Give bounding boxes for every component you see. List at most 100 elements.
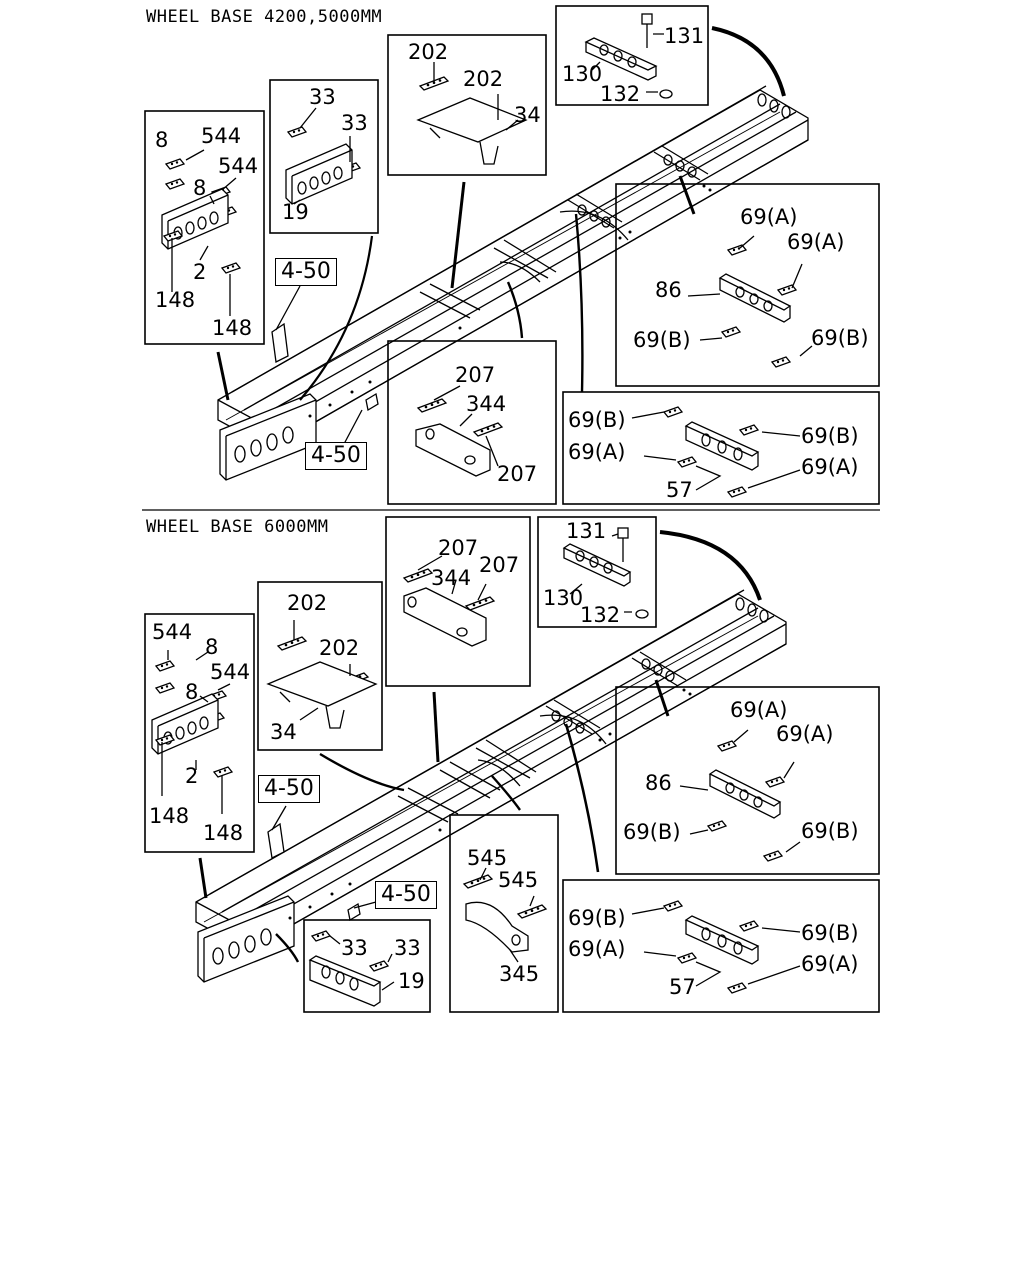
bottom-19-label-19: 19 [398,969,425,993]
top-57-label-69b1: 69(B) [568,408,626,432]
bottom-front-label-8a: 8 [205,635,219,659]
top-box-front [144,110,265,345]
top-57-label-57: 57 [666,478,693,502]
bottom-box-344-parts [403,555,495,647]
top-front-label-2: 2 [193,260,207,284]
bottom-86-label-69a1: 69(A) [730,698,788,722]
bottom-box-front-parts [151,650,233,814]
top-box-86 [615,183,880,387]
bottom-57-label-69a1: 69(A) [568,937,626,961]
bottom-front-label-544a: 544 [152,620,193,644]
bottom-344-label-344: 344 [431,566,472,590]
top-19-label-19: 19 [282,200,309,224]
bottom-box-rear-parts [562,527,649,619]
bottom-front-label-148a: 148 [149,804,190,828]
bottom-57-label-69b2: 69(B) [801,921,859,945]
top-rear-label-131: 131 [664,24,705,48]
bottom-57-label-57: 57 [669,975,696,999]
bottom-front-label-148b: 148 [203,821,244,845]
bottom-ref-box-b[interactable]: 4-50 [375,881,437,909]
top-86-label-86: 86 [655,278,682,302]
bottom-344-label-207a: 207 [438,536,479,560]
top-ref-box-a[interactable]: 4-50 [275,258,337,286]
bottom-box-19 [303,919,431,1013]
top-34-label-202a: 202 [408,40,449,64]
top-front-label-544b: 544 [218,154,259,178]
bottom-345-label-545a: 545 [467,846,508,870]
top-86-label-69b2: 69(B) [811,326,869,350]
top-box-rear-parts [584,13,673,99]
bottom-19-label-33a: 33 [341,936,368,960]
bottom-57-label-69a2: 69(A) [801,952,859,976]
bottom-rear-label-131: 131 [566,519,607,543]
top-57-label-69b2: 69(B) [801,424,859,448]
bottom-box-57-parts [631,900,801,994]
top-344-label-207b: 207 [497,462,538,486]
top-box-344-parts [415,385,503,477]
top-box-19 [269,79,379,234]
top-front-label-148b: 148 [212,316,253,340]
top-86-label-69a2: 69(A) [787,230,845,254]
top-box-34 [387,34,547,176]
top-box-57 [562,391,880,505]
bottom-345-label-345: 345 [499,962,540,986]
bottom-34-label-34: 34 [270,720,297,744]
bottom-front-label-8b: 8 [185,680,199,704]
top-34-label-202b: 202 [463,67,504,91]
bottom-frame [195,530,787,983]
bottom-19-label-33b: 33 [394,936,421,960]
bottom-section-title: WHEEL BASE 6000MM [146,517,329,537]
bottom-box-19-parts [308,930,395,1007]
bottom-box-344 [385,516,531,687]
bottom-86-label-69b1: 69(B) [623,820,681,844]
bottom-front-label-544b: 544 [210,660,251,684]
bottom-344-label-207b: 207 [479,553,520,577]
top-57-label-69a2: 69(A) [801,455,859,479]
bottom-ref-box-a[interactable]: 4-50 [258,775,320,803]
bottom-box-86 [615,686,880,875]
top-86-label-69b1: 69(B) [633,328,691,352]
top-box-19-parts [285,107,361,205]
top-57-label-69a1: 69(A) [568,440,626,464]
top-ref-box-b[interactable]: 4-50 [305,442,367,470]
top-frame [216,26,809,481]
top-box-57-parts [631,406,801,498]
bottom-57-label-69b1: 69(B) [568,906,626,930]
top-rear-label-132: 132 [600,82,641,106]
top-box-rear [555,5,709,106]
bottom-rear-label-132: 132 [580,603,621,627]
top-rear-label-130: 130 [562,62,603,86]
bottom-box-86-parts [679,729,801,862]
top-box-front-parts [161,149,241,316]
bottom-box-57 [562,879,880,1013]
top-section-title: WHEEL BASE 4200,5000MM [146,7,383,27]
bottom-86-label-69b2: 69(B) [801,819,859,843]
top-19-label-33b: 33 [341,111,368,135]
bottom-front-label-2: 2 [185,764,199,788]
bottom-box-front [144,613,255,853]
bottom-345-label-545b: 545 [498,868,539,892]
bottom-86-label-69a2: 69(A) [776,722,834,746]
top-front-label-544a: 544 [201,124,242,148]
top-front-label-8a: 8 [155,128,169,152]
top-box-344 [387,340,557,505]
top-86-label-69a1: 69(A) [740,205,798,229]
top-34-label-34: 34 [514,103,541,127]
bottom-rear-label-130: 130 [543,586,584,610]
top-19-label-33a: 33 [309,85,336,109]
bottom-box-34 [257,581,383,751]
top-344-label-207a: 207 [455,363,496,387]
bottom-box-345-parts [463,867,547,963]
top-box-34-parts [416,62,528,165]
top-front-label-8b: 8 [193,176,207,200]
bottom-34-label-202b: 202 [319,636,360,660]
bottom-box-34-parts [266,620,378,729]
top-box-86-parts [687,235,813,368]
bottom-box-345 [449,814,559,1013]
top-front-label-148a: 148 [155,288,196,312]
bottom-34-label-202a: 202 [287,591,328,615]
bottom-86-label-86: 86 [645,771,672,795]
top-344-label-344: 344 [466,392,507,416]
